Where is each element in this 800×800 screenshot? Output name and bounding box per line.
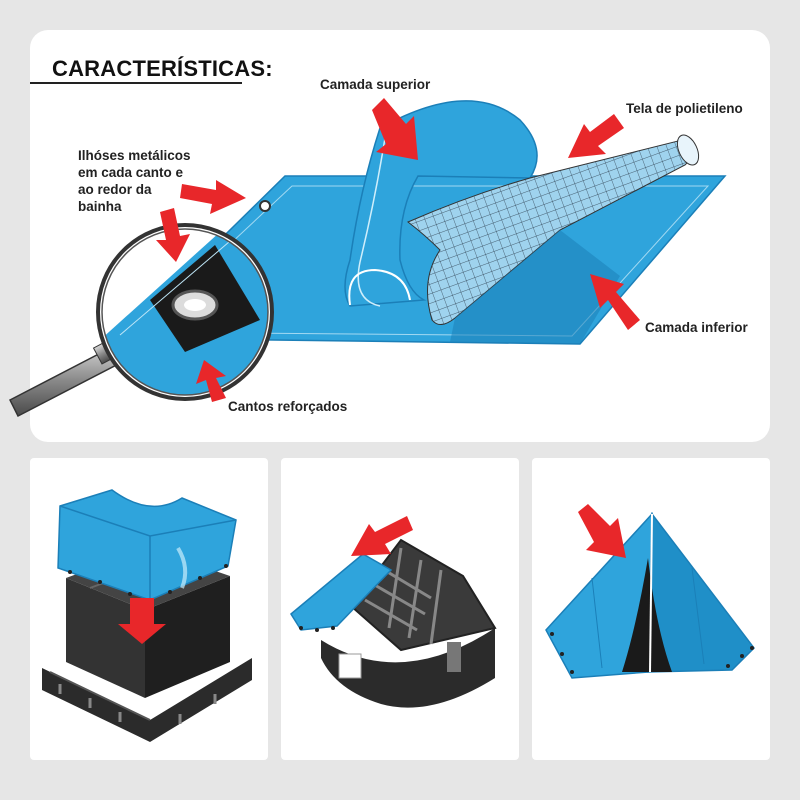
arrow-down-icon — [118, 598, 166, 644]
roof-cover-illustration — [290, 516, 497, 708]
usage-panel-roof — [281, 458, 519, 760]
arrow-bottom-layer-icon — [590, 274, 640, 330]
label-eyelets: Ilhóses metálicos em cada canto e ao red… — [78, 148, 191, 214]
bottom-layer-shade — [450, 230, 620, 344]
mesh-layer — [407, 134, 700, 325]
usage-panel-pallet — [30, 458, 268, 760]
arrow-corners-icon — [196, 360, 226, 402]
eyelet-icon — [259, 200, 271, 212]
arrow-mesh-icon — [568, 114, 624, 158]
title-underline — [30, 82, 242, 84]
label-mesh: Tela de polietileno — [626, 101, 743, 116]
label-bottom-layer: Camada inferior — [645, 320, 748, 335]
arrow-top-layer-icon — [372, 98, 418, 160]
arrow-diagonal-icon — [351, 516, 413, 556]
tent-illustration — [545, 504, 755, 679]
label-corners: Cantos reforçados — [228, 399, 348, 414]
usage-panel-tent — [532, 458, 770, 760]
arrow-lens-icon — [156, 208, 190, 262]
features-title: CARACTERÍSTICAS: — [52, 56, 273, 81]
arrow-tent-icon — [578, 504, 626, 558]
label-top-layer: Camada superior — [320, 77, 431, 92]
pallet-cover-illustration — [42, 489, 252, 742]
arrow-eyelet-icon — [180, 180, 246, 214]
callout-arrows — [156, 98, 640, 402]
